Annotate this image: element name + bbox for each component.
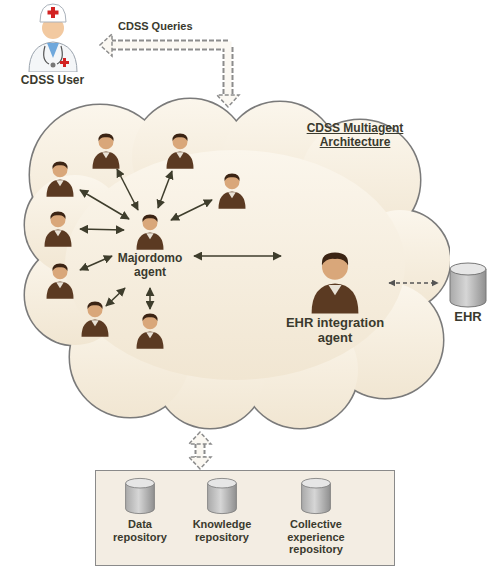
cyl-icon — [300, 476, 332, 516]
doc-icon — [23, 0, 83, 72]
database-cylinder: Data repository — [103, 476, 177, 564]
node-label: EHR integration agent — [285, 316, 385, 346]
agent-node: EHR integration agent — [285, 248, 385, 360]
hollow-shaft — [197, 443, 204, 458]
database-cylinder: EHR — [442, 262, 494, 334]
node-label: Collective experience repository — [268, 518, 364, 556]
cyl-icon — [206, 476, 238, 516]
connector — [100, 34, 239, 107]
node-label: EHR — [442, 310, 494, 325]
database-cylinder: Knowledge repository — [180, 476, 264, 564]
cyl-icon — [124, 476, 156, 516]
cyl-icon — [448, 262, 488, 308]
edge-label: CDSS Queries — [118, 20, 193, 32]
agent-node: Majordomo agent — [110, 212, 190, 286]
repository-link-arrow — [189, 432, 211, 469]
hollow-shaft — [111, 45, 228, 96]
node-label: Knowledge repository — [180, 518, 264, 543]
database-cylinder: Collective experience repository — [268, 476, 364, 564]
architecture-cloud: CDSS Multiagent ArchitectureMajordomo ag… — [20, 95, 450, 430]
hollow-head — [100, 34, 112, 56]
hollow-shaft — [111, 45, 228, 96]
person-icon — [135, 212, 165, 250]
node-label: Data repository — [103, 518, 177, 543]
cloud-title: CDSS Multiagent Architecture — [300, 121, 410, 150]
hollow-head — [189, 457, 211, 469]
node-label: Majordomo agent — [110, 252, 190, 280]
node-label: CDSS User — [5, 74, 100, 88]
user-actor: CDSS User — [5, 0, 100, 96]
hollow-shaft — [195, 444, 206, 457]
hollow-head — [217, 95, 239, 107]
person-icon — [309, 248, 361, 314]
hollow-head — [189, 432, 211, 444]
